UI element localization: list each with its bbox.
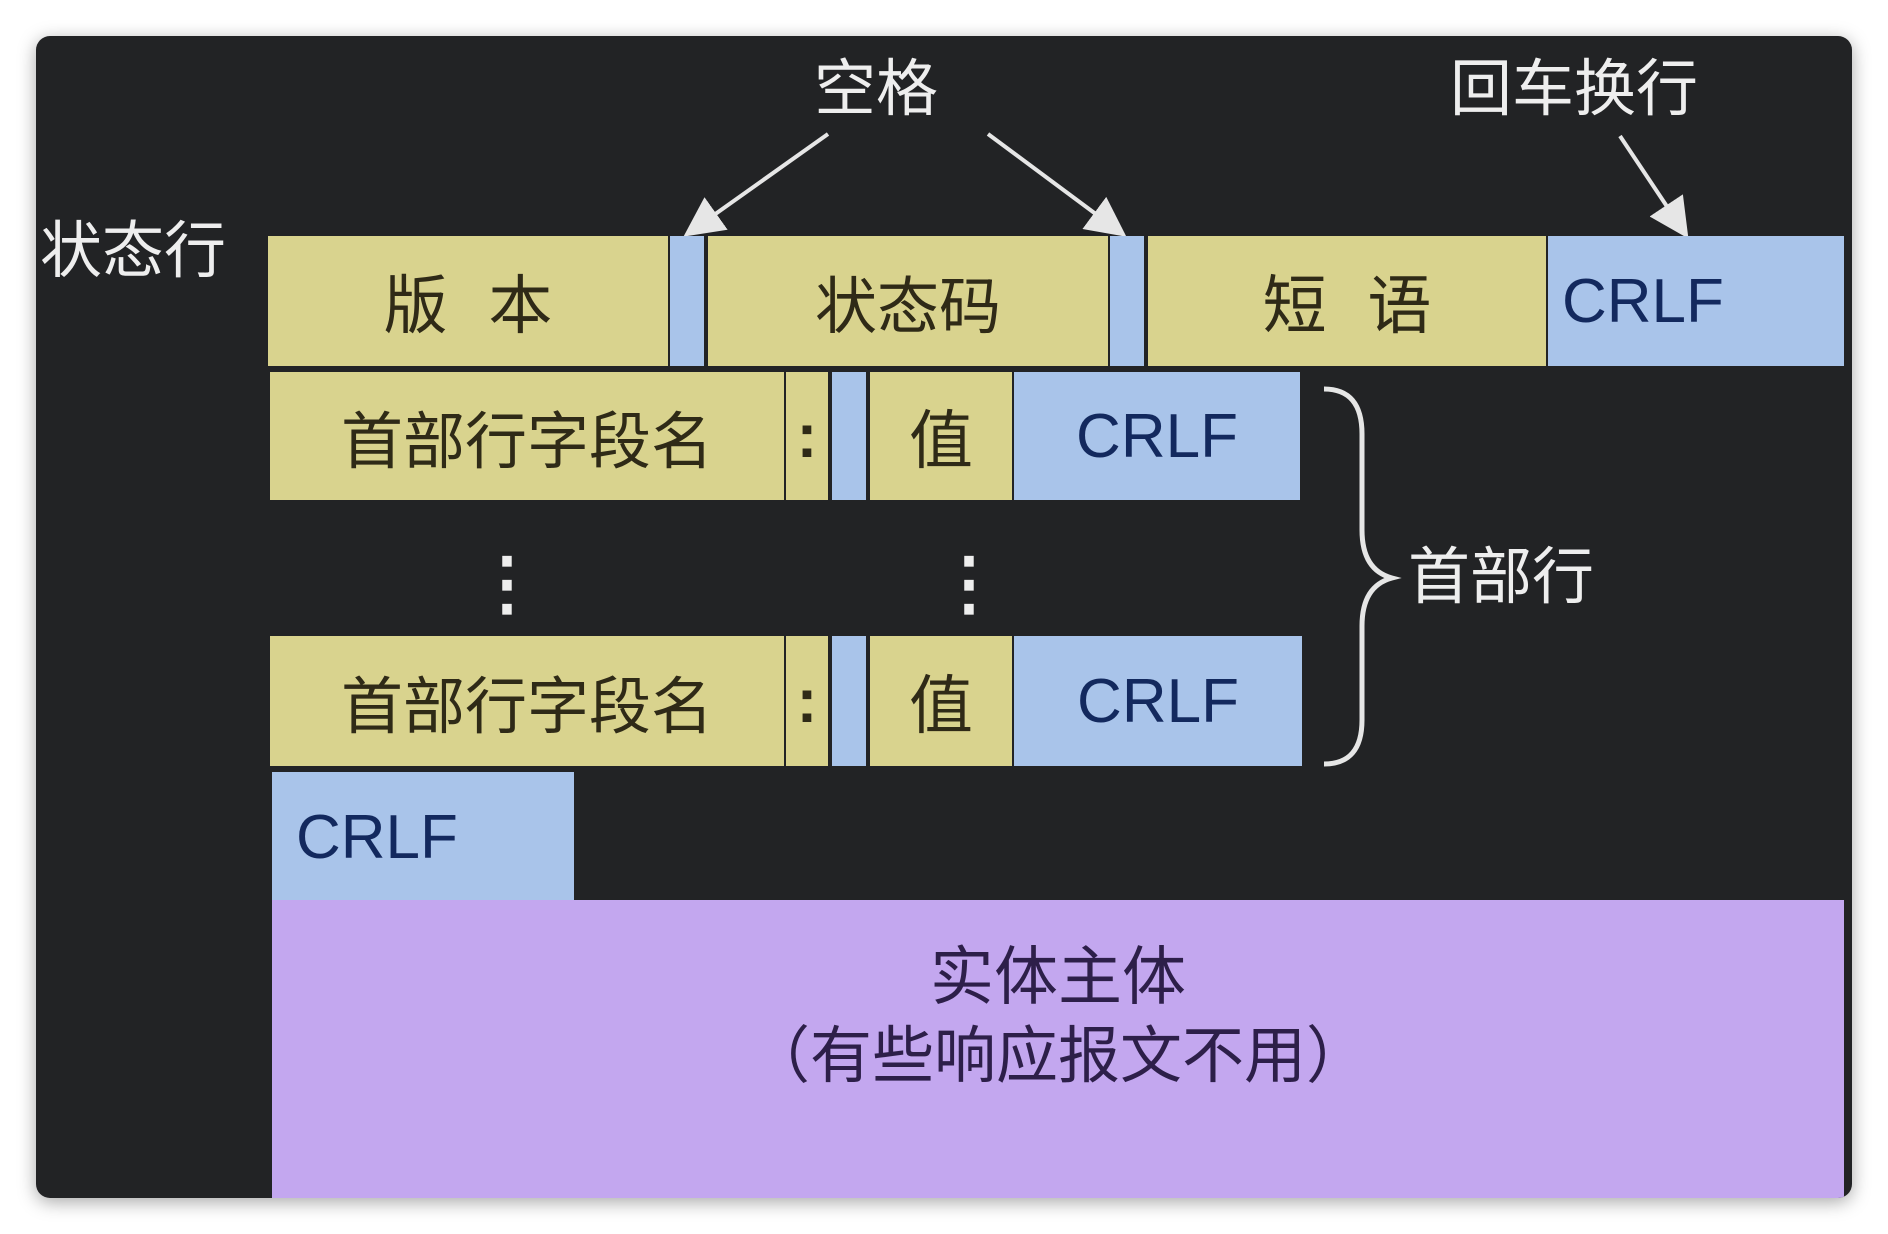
entity-body-title: 实体主体 [930,941,1186,1015]
header-colon-2: : [786,636,828,766]
space-field-2 [1110,236,1144,366]
version-field: 版 本 [268,236,668,366]
crlf-arrow [1618,134,1689,239]
header-lines-brace [1323,386,1402,767]
header-space-2 [832,636,866,766]
crlf-annotation-label: 回车换行 [1450,52,1699,125]
ellipsis-right: ⋮ [934,544,1004,622]
header-field-name-1: 首部行字段名 [270,372,784,500]
header-value-2: 值 [870,636,1012,766]
header-crlf-1: CRLF [1014,372,1300,500]
phrase-field: 短 语 [1148,236,1546,366]
header-crlf-2: CRLF [1014,636,1302,766]
status-code-field: 状态码 [708,236,1108,366]
header-lines-label: 首部行 [1408,540,1595,613]
space-label: 空格 [814,52,939,125]
header-field-name-2: 首部行字段名 [270,636,784,766]
header-value-1: 值 [870,372,1012,500]
space-arrow-right [986,132,1127,237]
diagram-frame: 空格 回车换行 状态行 首部行 版 本 状态码 短 语 CRLF 首部行字段名 … [36,36,1852,1198]
entity-body: 实体主体 （有些响应报文不用） [272,900,1844,1198]
status-line-crlf: CRLF [1548,236,1844,366]
arrows-layer [683,132,1689,767]
header-colon-1: : [786,372,828,500]
space-arrow-left [683,132,830,237]
entity-body-note: （有些响应报文不用） [747,1019,1368,1092]
ellipsis-left: ⋮ [472,544,542,622]
blank-line-crlf: CRLF [272,772,574,902]
status-line-label: 状态行 [40,214,227,287]
header-space-1 [832,372,866,500]
space-field-1 [670,236,704,366]
